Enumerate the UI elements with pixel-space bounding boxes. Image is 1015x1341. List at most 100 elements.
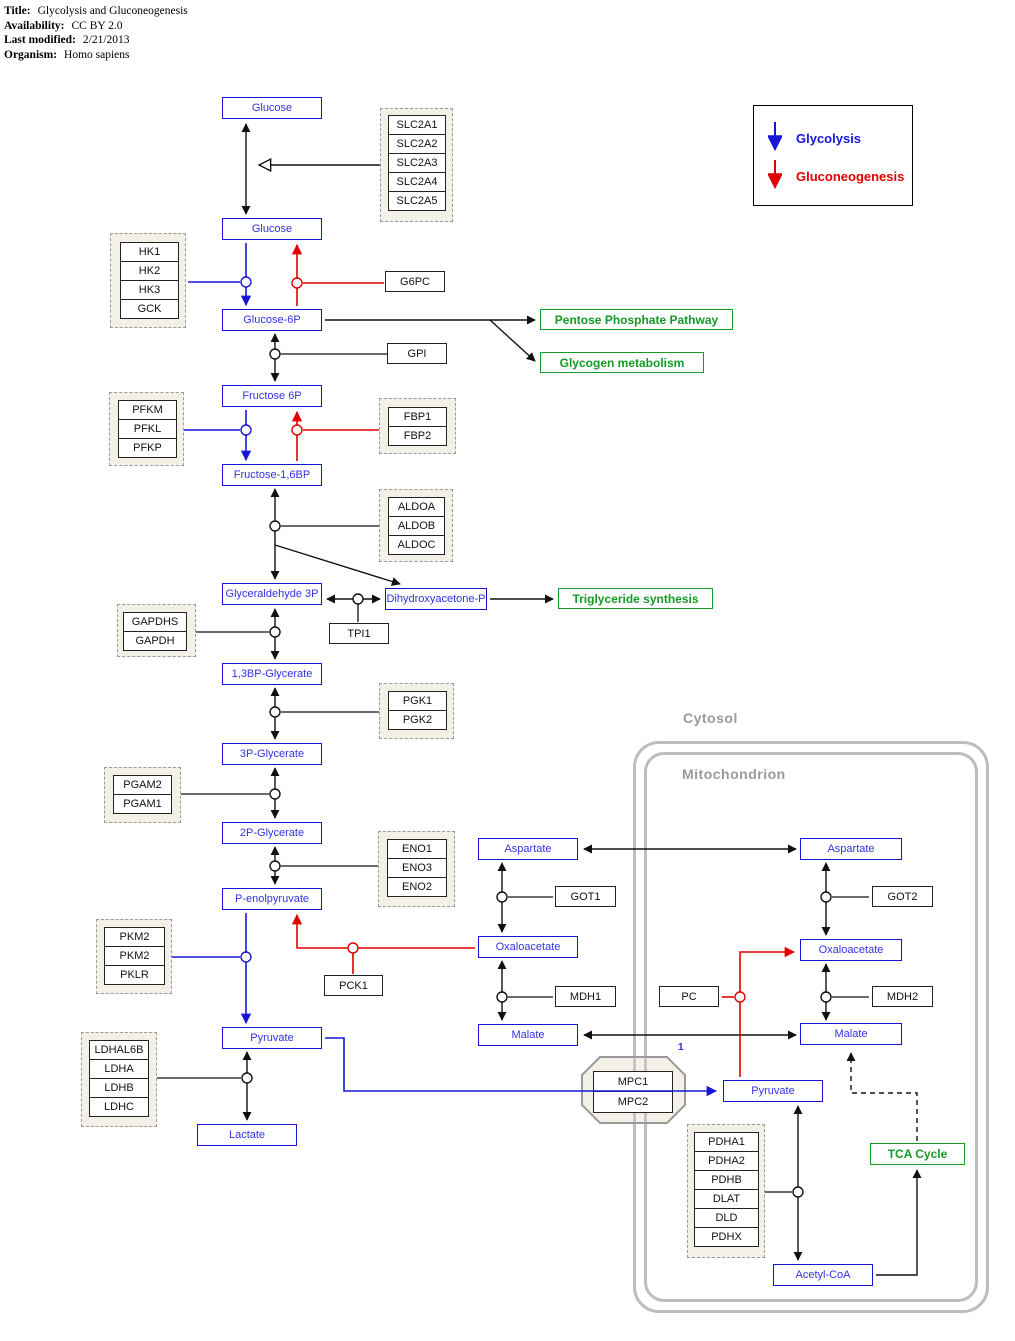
enzyme-pdha1[interactable]: PDHA1: [694, 1132, 759, 1152]
enzyme-pgam2[interactable]: PGAM2: [113, 775, 172, 795]
metabolite-oxaloacetate-mitochondrion[interactable]: Oxaloacetate: [800, 939, 902, 961]
metabolite-glucose[interactable]: Glucose: [222, 218, 322, 240]
meta-availability-value: CC BY 2.0: [71, 19, 123, 32]
enzyme-pkm2[interactable]: PKM2: [104, 927, 165, 947]
enzyme-aldoc[interactable]: ALDOC: [388, 535, 445, 555]
enzyme-slc2a1[interactable]: SLC2A1: [388, 115, 446, 135]
enzyme-fbp1[interactable]: FBP1: [388, 407, 447, 427]
enzyme-pkm2[interactable]: PKM2: [104, 946, 165, 966]
transporter-mpc1[interactable]: MPC1: [593, 1071, 673, 1092]
enzyme-slc2a5[interactable]: SLC2A5: [388, 191, 446, 211]
mitochondrion-inner-membrane: [644, 752, 978, 1302]
enzyme-gapdh[interactable]: GAPDH: [123, 631, 187, 651]
meta-modified-row: Last modified:2/21/2013: [4, 33, 188, 48]
enzyme-dld[interactable]: DLD: [694, 1208, 759, 1228]
enzyme-tpi1[interactable]: TPI1: [329, 623, 389, 644]
enzyme-fbp2[interactable]: FBP2: [388, 426, 447, 446]
gluconeogenesis-arrow-icon: [768, 160, 782, 190]
mitochondrion-label: Mitochondrion: [682, 766, 786, 782]
enzyme-gpi[interactable]: GPI: [387, 343, 447, 364]
enzyme-slc2a4[interactable]: SLC2A4: [388, 172, 446, 192]
enzyme-slc2a3[interactable]: SLC2A3: [388, 153, 446, 173]
metabolite-glucose-6p[interactable]: Glucose-6P: [222, 309, 322, 331]
metabolite-aspartate-cytosol[interactable]: Aspartate: [478, 838, 578, 860]
enzyme-got2[interactable]: GOT2: [872, 886, 933, 907]
transporter-mpc2[interactable]: MPC2: [593, 1091, 673, 1113]
metabolite-pyruvate-mitochondrion[interactable]: Pyruvate: [723, 1080, 823, 1102]
enzyme-pfkm[interactable]: PFKM: [118, 400, 177, 420]
enzyme-pgk2[interactable]: PGK2: [388, 710, 447, 730]
metabolite-aspartate-mitochondrion[interactable]: Aspartate: [800, 838, 902, 860]
metabolite-pyruvate-cytosol[interactable]: Pyruvate: [222, 1027, 322, 1049]
enzyme-gapdhs[interactable]: GAPDHS: [123, 612, 187, 632]
enzyme-eno2[interactable]: ENO2: [387, 877, 447, 897]
enzyme-hk1[interactable]: HK1: [120, 242, 179, 262]
meta-organism-value: Homo sapiens: [64, 48, 130, 61]
meta-title-label: Title:: [4, 5, 31, 17]
metabolite-malate-cytosol[interactable]: Malate: [478, 1024, 578, 1046]
pathway-link-glycogen-metabolism[interactable]: Glycogen metabolism: [540, 352, 704, 373]
enzyme-dlat[interactable]: DLAT: [694, 1189, 759, 1209]
enzyme-g6pc[interactable]: G6PC: [385, 271, 445, 292]
enzyme-mdh1[interactable]: MDH1: [555, 986, 616, 1007]
metabolite-malate-mitochondrion[interactable]: Malate: [800, 1023, 902, 1045]
reversible-reaction-arrows: [241, 123, 831, 1261]
enzyme-eno1[interactable]: ENO1: [387, 839, 447, 859]
legend-glycolysis-row: Glycolysis: [768, 120, 861, 156]
legend-glycolysis-label: Glycolysis: [796, 130, 862, 146]
glycolysis-arrow-icon: [768, 122, 782, 152]
enzyme-pc[interactable]: PC: [659, 986, 719, 1007]
directional-arrows: [259, 165, 922, 1276]
enzyme-hk2[interactable]: HK2: [120, 261, 179, 281]
enzyme-ldhal6b[interactable]: LDHAL6B: [89, 1040, 149, 1060]
enzyme-pgam1[interactable]: PGAM1: [113, 794, 172, 814]
meta-modified-value: 2/21/2013: [82, 34, 130, 46]
gluconeogenesis-arrows: [291, 243, 796, 1077]
metabolite-glyceraldehyde-3p[interactable]: Glyceraldehyde 3P: [222, 583, 322, 605]
enzyme-aldob[interactable]: ALDOB: [388, 516, 445, 536]
metabolite-fructose-6p[interactable]: Fructose 6P: [222, 385, 322, 407]
enzyme-mdh2[interactable]: MDH2: [872, 986, 933, 1007]
legend: Glycolysis Gluconeogenesis: [753, 105, 913, 206]
enzyme-pck1[interactable]: PCK1: [324, 975, 383, 996]
legend-gluconeogenesis-label: Gluconeogenesis: [796, 168, 905, 184]
metabolite-lactate[interactable]: Lactate: [197, 1124, 297, 1146]
enzyme-got1[interactable]: GOT1: [555, 886, 616, 907]
enzyme-ldha[interactable]: LDHA: [89, 1059, 149, 1079]
enzyme-slc2a2[interactable]: SLC2A2: [388, 134, 446, 154]
mitochondrion-outer-membrane: [633, 741, 989, 1313]
enzyme-ldhb[interactable]: LDHB: [89, 1078, 149, 1098]
metabolite-13bp-glycerate[interactable]: 1,3BP-Glycerate: [222, 663, 322, 685]
pathway-metadata: Title: Glycolysis and Gluconeogenesis Ava…: [4, 4, 188, 62]
metabolite-acetyl-coa[interactable]: Acetyl-CoA: [773, 1264, 873, 1286]
metabolite-2p-glycerate[interactable]: 2P-Glycerate: [222, 822, 322, 844]
metabolite-oxaloacetate-cytosol[interactable]: Oxaloacetate: [478, 936, 578, 958]
metabolite-dihydroxyacetone-p[interactable]: Dihydroxyacetone-P: [385, 588, 487, 610]
enzyme-pdhb[interactable]: PDHB: [694, 1170, 759, 1190]
meta-organism-label: Organism:: [4, 48, 58, 61]
enzyme-hk3[interactable]: HK3: [120, 280, 179, 300]
metabolite-3p-glycerate[interactable]: 3P-Glycerate: [222, 743, 322, 765]
enzyme-pfkp[interactable]: PFKP: [118, 438, 177, 458]
metabolite-p-enolpyruvate[interactable]: P-enolpyruvate: [222, 888, 322, 910]
enzyme-pfkl[interactable]: PFKL: [118, 419, 177, 439]
enzyme-pdha2[interactable]: PDHA2: [694, 1151, 759, 1171]
pathway-link-tca-cycle[interactable]: TCA Cycle: [870, 1143, 965, 1165]
metabolite-fructose-16bp[interactable]: Fructose-1,6BP: [222, 464, 322, 486]
cytosol-label: Cytosol: [683, 710, 738, 726]
pathway-link-pentose-phosphate-pathway[interactable]: Pentose Phosphate Pathway: [540, 309, 733, 330]
enzyme-pgk1[interactable]: PGK1: [388, 691, 447, 711]
pathway-link-triglyceride-synthesis[interactable]: Triglyceride synthesis: [558, 588, 713, 609]
enzyme-eno3[interactable]: ENO3: [387, 858, 447, 878]
enzyme-pklr[interactable]: PKLR: [104, 965, 165, 985]
enzyme-aldoa[interactable]: ALDOA: [388, 497, 445, 517]
meta-title-value: Glycolysis and Gluconeogenesis: [37, 5, 188, 17]
enzyme-gck[interactable]: GCK: [120, 299, 179, 319]
meta-availability-row: Availability: CC BY 2.0: [4, 19, 188, 34]
catalysis-lines: [157, 353, 869, 1193]
enzyme-ldhc[interactable]: LDHC: [89, 1097, 149, 1117]
meta-availability-label: Availability:: [4, 19, 65, 32]
enzyme-pdhx[interactable]: PDHX: [694, 1227, 759, 1247]
metabolite-glucose-extracellular[interactable]: Glucose: [222, 97, 322, 119]
